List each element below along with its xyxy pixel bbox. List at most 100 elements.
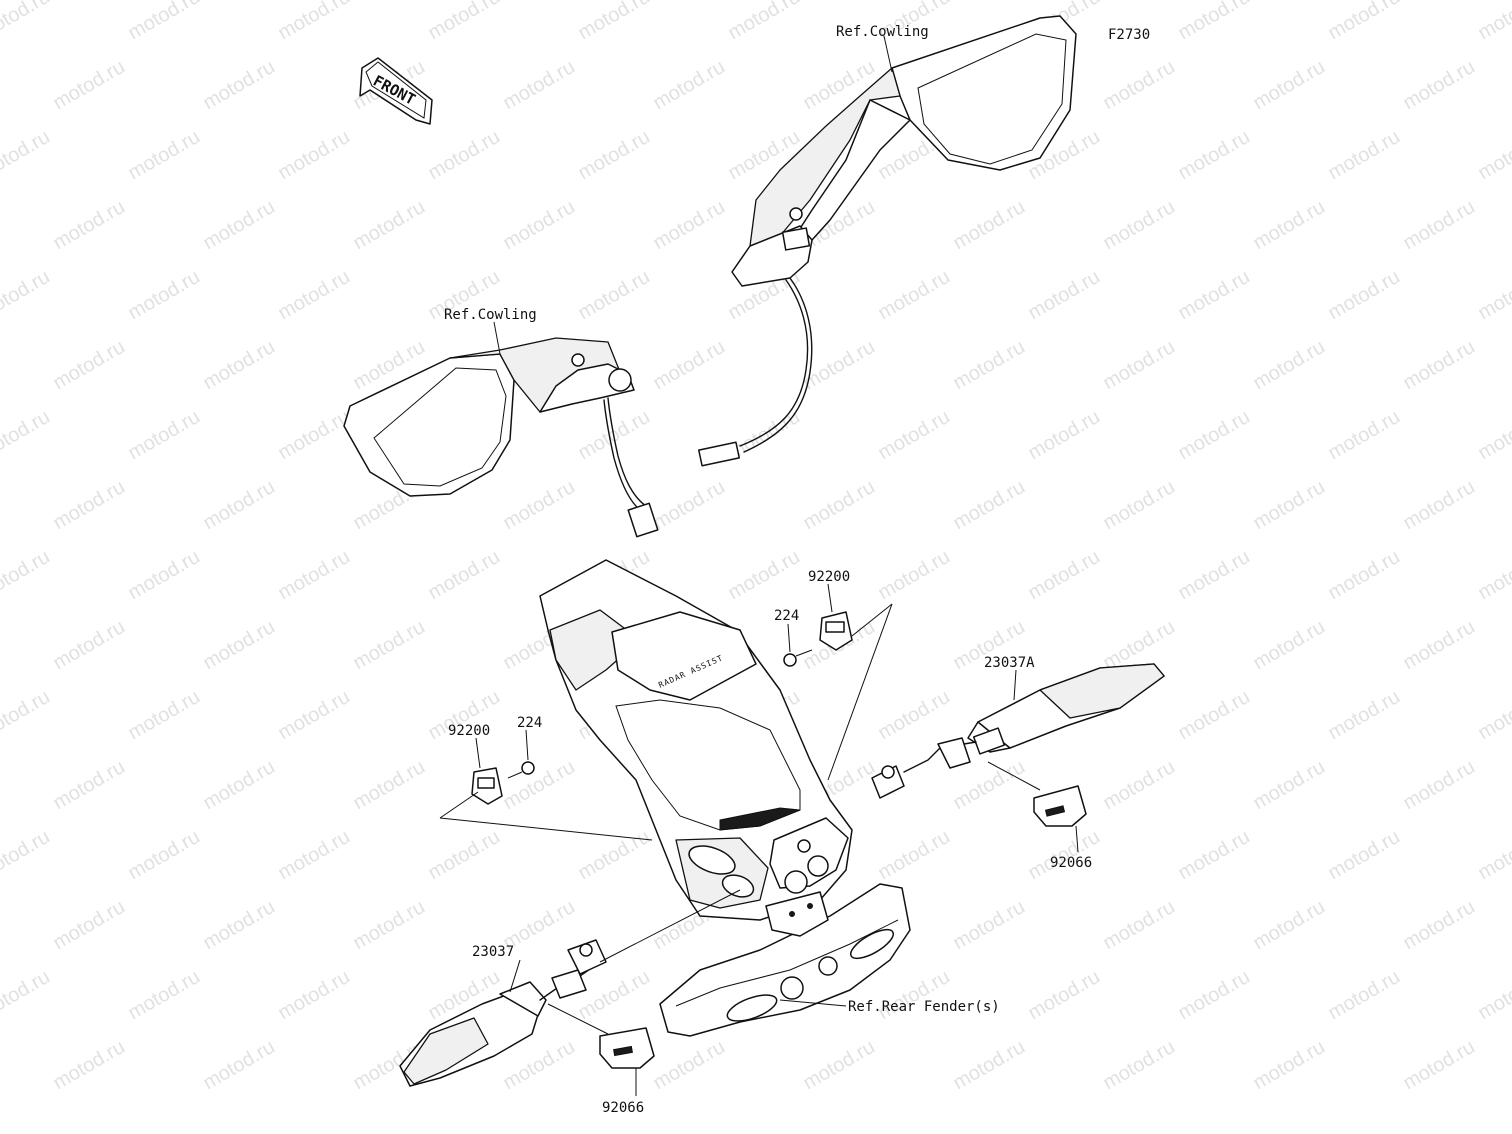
watermark-text: motod.ru [49,196,128,255]
watermark-text: motod.ru [1174,826,1253,885]
screw-224-left [507,761,535,779]
watermark-text: motod.ru [1474,406,1512,465]
watermark-text: motod.ru [1174,546,1253,605]
watermark-text: motod.ru [649,476,728,535]
watermark-text: motod.ru [1024,966,1103,1025]
label-23037A: 23037A [984,655,1035,671]
screw-224-right [783,649,813,667]
watermark-text: motod.ru [1399,476,1478,535]
watermark-text: motod.ru [574,0,653,44]
watermark-text: motod.ru [1474,126,1512,185]
watermark-text: motod.ru [1024,406,1103,465]
watermark-text: motod.ru [1249,196,1328,255]
watermark-text: motod.ru [199,476,278,535]
watermark-text: motod.ru [274,546,353,605]
watermark-text: motod.ru [49,1036,128,1095]
turn-signal-23037 [399,939,607,1087]
label-92200-left: 92200 [448,723,490,739]
watermark-text: motod.ru [1399,196,1478,255]
watermark-text: motod.ru [1474,966,1512,1025]
watermark-text: motod.ru [1324,966,1403,1025]
watermark-text: motod.ru [424,546,503,605]
watermark-text: motod.ru [49,336,128,395]
watermark-text: motod.ru [1399,616,1478,675]
watermark-text: motod.ru [124,686,203,745]
watermark-text: motod.ru [1324,686,1403,745]
watermark-text: motod.ru [199,756,278,815]
watermark-text: motod.ru [949,1036,1028,1095]
watermark-text: motod.ru [949,896,1028,955]
watermark-text: motod.ru [274,966,353,1025]
watermark-text: motod.ru [499,196,578,255]
watermark-text: motod.ru [49,896,128,955]
watermark-text: motod.ru [1099,336,1178,395]
watermark-text: motod.ru [874,966,953,1025]
watermark-text: motod.ru [199,336,278,395]
watermark-text: motod.ru [1099,896,1178,955]
diagram-code: F2730 [1108,27,1150,43]
label-92066-left: 92066 [602,1100,644,1116]
watermark-text: motod.ru [424,826,503,885]
watermark-text: motod.ru [724,0,803,44]
watermark-text: motod.ru [649,196,728,255]
watermark-text: motod.ru [1324,126,1403,185]
watermark-text: motod.ru [1249,1036,1328,1095]
watermark-text: motod.ru [574,966,653,1025]
watermark-text: motod.ru [1324,826,1403,885]
watermark-text: motod.ru [649,336,728,395]
watermark-text: motod.ru [1249,896,1328,955]
watermark-text: motod.ru [124,406,203,465]
watermark-text: motod.ru [0,266,54,325]
watermark-text: motod.ru [1474,826,1512,885]
watermark-text: motod.ru [499,756,578,815]
watermark-text: motod.ru [199,1036,278,1095]
watermark-text: motod.ru [574,826,653,885]
watermark-text: motod.ru [274,0,353,44]
clip-92066-left [599,1027,655,1069]
watermark-text: motod.ru [199,56,278,115]
watermark-text: motod.ru [1324,266,1403,325]
watermark-text: motod.ru [0,546,54,605]
watermark-text: motod.ru [199,616,278,675]
watermark-text: motod.ru [1174,966,1253,1025]
watermark-text: motod.ru [124,966,203,1025]
watermark-text: motod.ru [349,896,428,955]
watermark-text: motod.ru [874,266,953,325]
watermark-text: motod.ru [499,476,578,535]
watermark-text: motod.ru [49,56,128,115]
watermark-text: motod.ru [1474,0,1512,44]
watermark-text: motod.ru [349,196,428,255]
watermark-text: motod.ru [574,266,653,325]
watermark-text: motod.ru [274,686,353,745]
watermark-text: motod.ru [1399,56,1478,115]
watermark-text: motod.ru [0,966,54,1025]
right-mirror [698,15,1077,467]
watermark-text: motod.ru [1099,476,1178,535]
watermark-text: motod.ru [799,1036,878,1095]
watermark-text: motod.ru [1174,266,1253,325]
watermark-text: motod.ru [124,126,203,185]
watermark-text: motod.ru [1324,406,1403,465]
watermark-text: motod.ru [124,0,203,44]
watermark-text: motod.ru [274,826,353,885]
watermark-text: motod.ru [274,406,353,465]
watermark-text: motod.ru [124,546,203,605]
watermark-text: motod.ru [0,826,54,885]
watermark-text: motod.ru [349,616,428,675]
watermark-text: motod.ru [574,126,653,185]
watermark-text: motod.ru [1474,686,1512,745]
watermark-text: motod.ru [424,0,503,44]
watermark-text: motod.ru [49,476,128,535]
watermark-text: motod.ru [1099,196,1178,255]
watermark-text: motod.ru [1174,686,1253,745]
label-224-left: 224 [517,715,542,731]
watermark-text: motod.ru [1174,126,1253,185]
watermark-text: motod.ru [199,896,278,955]
watermark-text: motod.ru [274,126,353,185]
watermark-text: motod.ru [1174,406,1253,465]
watermark-text: motod.ru [124,826,203,885]
watermark-text: motod.ru [649,56,728,115]
watermark-text: motod.ru [124,266,203,325]
label-224-right: 224 [774,608,799,624]
label-ref-cowling-right: Ref.Cowling [836,24,929,40]
